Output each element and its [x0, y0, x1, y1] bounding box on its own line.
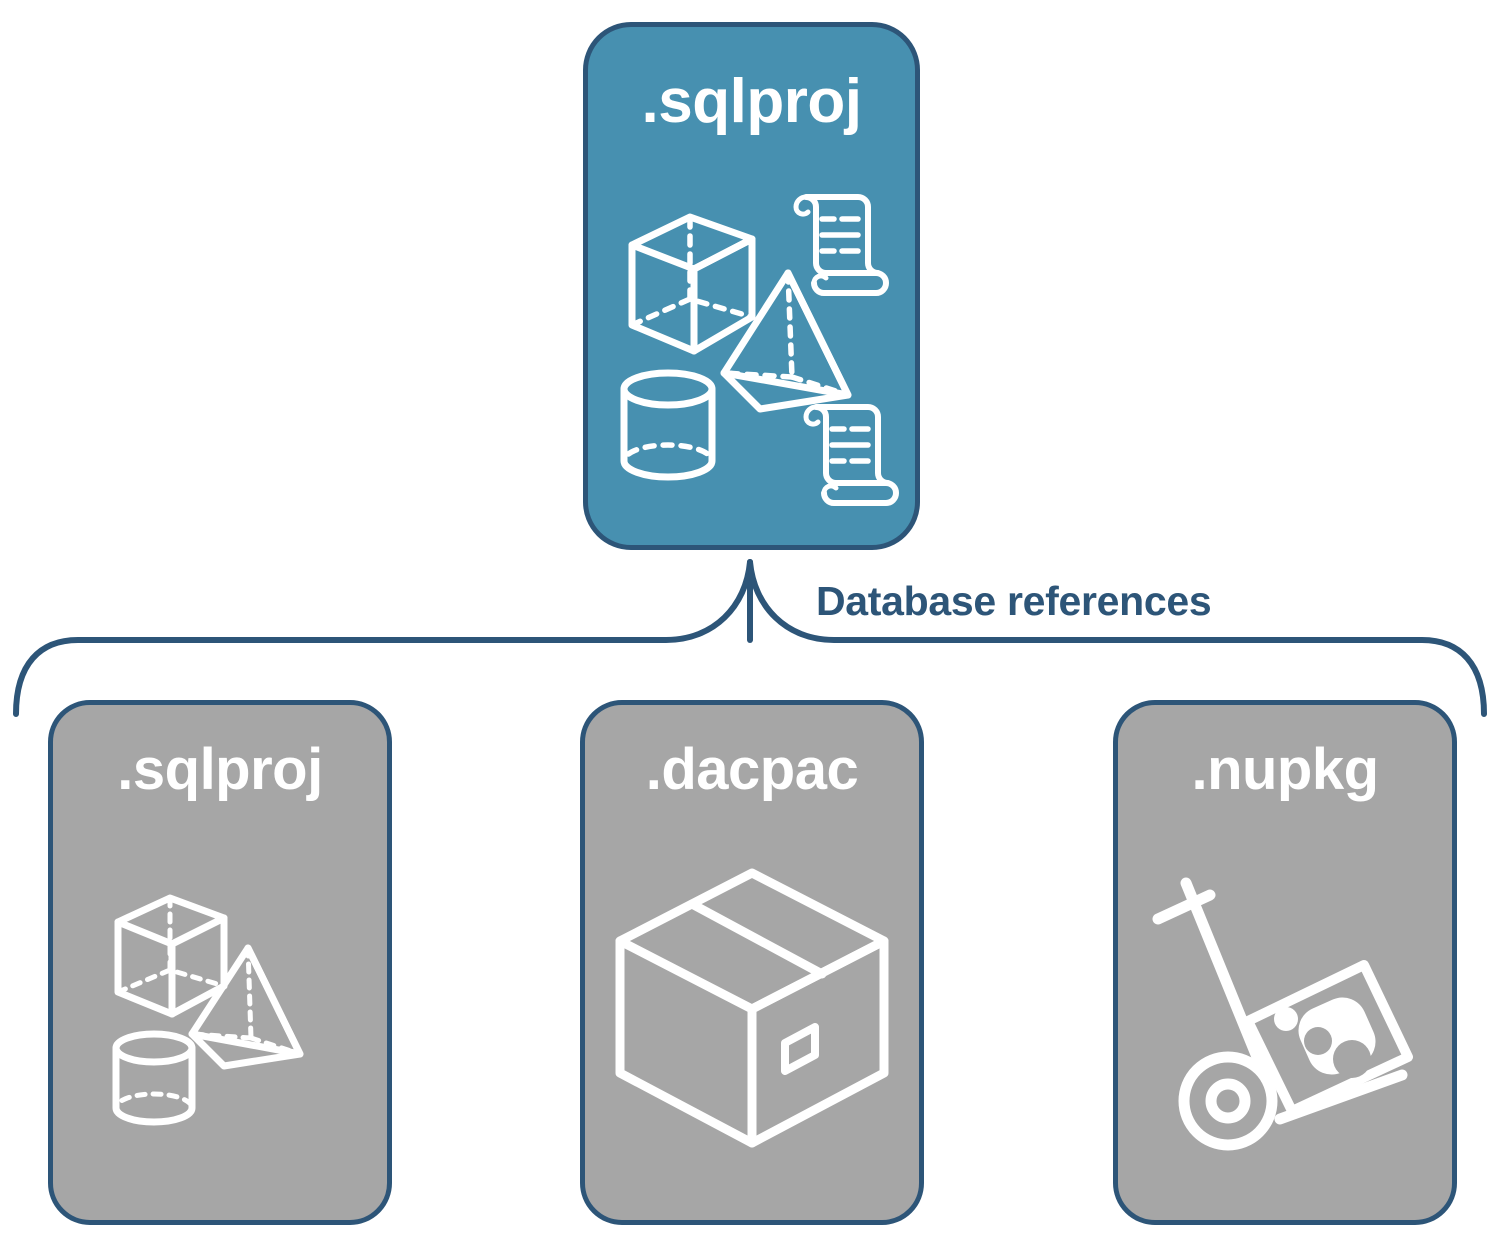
parent-icon-group [588, 139, 915, 545]
pyramid-icon [188, 944, 304, 1069]
hand-truck-svg [1152, 877, 1413, 1150]
card-child-nupkg[interactable]: .nupkg [1113, 700, 1457, 1225]
child-icon-group [585, 801, 919, 1220]
cube-icon [628, 213, 755, 355]
card-title: .dacpac [645, 737, 859, 802]
child-icons-svg [112, 894, 304, 1125]
scroll-icon [793, 194, 889, 296]
card-parent-sqlproj[interactable]: .sqlproj [583, 22, 920, 550]
card-title: .sqlproj [641, 67, 862, 136]
package-box-svg [615, 868, 889, 1147]
card-child-dacpac[interactable]: .dacpac [580, 700, 924, 1225]
hand-truck-icon [1152, 877, 1413, 1150]
parent-icons-svg [620, 194, 899, 506]
connector-label: Database references [816, 578, 1212, 624]
nuget-logo-icon [1274, 996, 1376, 1078]
cube-icon [114, 894, 228, 1017]
card-child-sqlproj[interactable]: .sqlproj [48, 700, 392, 1225]
card-title: .nupkg [1191, 737, 1379, 802]
wheel-icon [1178, 1051, 1278, 1150]
child-icon-group [1118, 801, 1452, 1220]
child-icon-group [53, 801, 387, 1220]
pyramid-icon [720, 269, 851, 413]
package-box-icon [615, 868, 889, 1147]
cylinder-icon [112, 1030, 196, 1125]
card-title: .sqlproj [117, 737, 323, 802]
cylinder-icon [620, 369, 715, 481]
scroll-icon [803, 404, 899, 506]
